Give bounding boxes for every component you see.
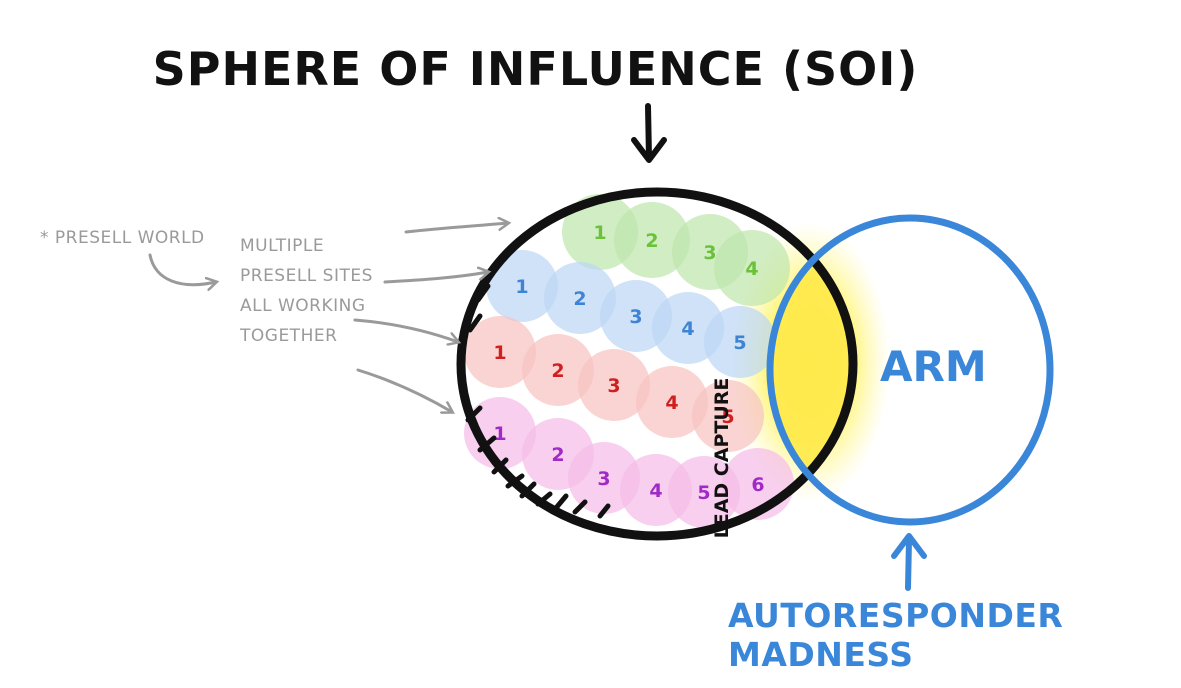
- site-number-row2-2: 2: [573, 288, 586, 310]
- title-down-arrow: [631, 103, 667, 163]
- site-number-row3-5: 5: [721, 406, 734, 428]
- site-number-row4-5: 5: [697, 482, 710, 504]
- site-circle-row4-5: [668, 456, 740, 528]
- site-number-row4-1: 1: [493, 423, 506, 445]
- arm-circle: [766, 214, 1054, 526]
- diagram-title: SPHERE OF INFLUENCE (SOI): [152, 42, 919, 96]
- presell-arrow-1: [404, 223, 508, 234]
- site-circle-row1-4: [714, 230, 790, 306]
- autoresponder-label: AUTORESPONDER MADNESS: [728, 596, 1064, 674]
- site-number-row2-5: 5: [733, 332, 746, 354]
- presell-arrow-3: [353, 318, 458, 342]
- site-number-row2-1: 1: [515, 276, 528, 298]
- arm-label: ARM: [880, 342, 987, 391]
- label-line-4: TOGETHER: [240, 326, 338, 346]
- sphere-hatching: [465, 283, 611, 519]
- site-number-row4-3: 3: [597, 468, 610, 490]
- site-number-row1-4: 4: [745, 258, 758, 280]
- sphere-of-influence-circle: [456, 187, 858, 541]
- label-line-3: ALL WORKING: [240, 296, 366, 316]
- site-circle-row3-4: [636, 366, 708, 438]
- site-circle-row3-2: [522, 334, 594, 406]
- site-circle-row2-1: [486, 250, 558, 322]
- presell-world-note: * PRESELL WORLD: [40, 228, 205, 248]
- site-number-row4-6: 6: [751, 474, 764, 496]
- site-number-row3-3: 3: [607, 375, 620, 397]
- site-number-row3-1: 1: [493, 342, 506, 364]
- presell-arrows: [148, 223, 508, 412]
- site-number-row2-4: 4: [681, 318, 694, 340]
- site-number-row4-2: 2: [551, 444, 564, 466]
- site-number-row1-1: 1: [593, 222, 606, 244]
- site-number-row1-3: 3: [703, 242, 716, 264]
- autoresponder-up-arrow: [891, 533, 927, 591]
- site-number-row3-2: 2: [551, 360, 564, 382]
- label-line-1: MULTIPLE: [240, 236, 325, 256]
- site-number-row3-4: 4: [665, 392, 678, 414]
- site-circle-row3-1: [464, 316, 536, 388]
- label-line-2: PRESELL SITES: [240, 266, 373, 286]
- presell-arrow-2: [383, 272, 488, 284]
- site-number-row1-2: 2: [645, 230, 658, 252]
- site-circle-row2-2: [544, 262, 616, 334]
- site-circle-row3-5: [692, 380, 764, 452]
- presell-arrow-4: [356, 368, 452, 412]
- site-number-row2-3: 3: [629, 306, 642, 328]
- site-circle-row2-5: [704, 306, 776, 378]
- presell-site-circles: 1 2 3 4 1 2 3 4 5 1 2 3 4 5 1 2 3 4 5 6: [464, 194, 794, 528]
- site-circle-row3-3: [578, 349, 650, 421]
- site-circle-row1-2: [614, 202, 690, 278]
- site-number-row4-4: 4: [649, 480, 662, 502]
- note-arrow: [148, 253, 216, 285]
- lead-capture-label: LEAD CAPTURE: [711, 377, 733, 539]
